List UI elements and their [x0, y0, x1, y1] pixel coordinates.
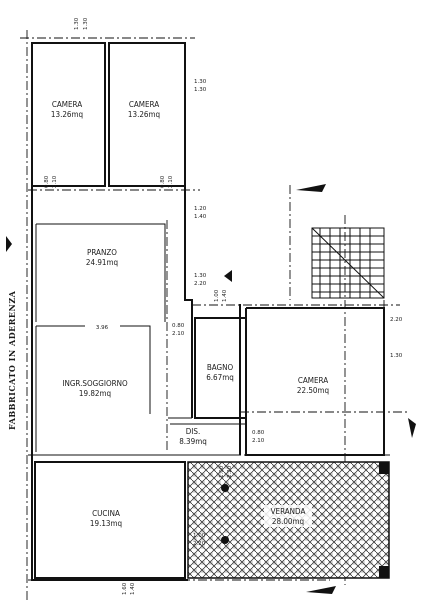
wall-camera-3 — [239, 304, 385, 456]
wall-camera-1 — [31, 42, 106, 187]
dim-left-door-1: 0.80 — [44, 175, 50, 188]
side-label: FABBRICATO IN ADERENZA — [7, 290, 17, 430]
dim-win-d1: 1.00 — [214, 289, 220, 302]
dim-bagno-door-1: 0.80 — [172, 323, 185, 329]
dim-right-a1: 1.30 — [194, 79, 207, 85]
room-area-veranda: 28.00mq — [272, 517, 304, 526]
wall-pranzo — [35, 223, 166, 322]
room-area-camera-1: 13.26mq — [51, 110, 83, 119]
dim-win-b1: 1.20 — [194, 206, 207, 212]
room-name-camera-3: CAMERA — [298, 376, 328, 385]
section-arrow-right-icon — [408, 418, 416, 438]
section-arrow-left-icon — [6, 236, 12, 252]
wall-soggiorno — [35, 325, 151, 452]
veranda-column-icon — [221, 536, 229, 544]
room-name-pranzo: PRANZO — [87, 248, 117, 257]
dim-mid-door-1: 0.80 — [160, 175, 166, 188]
dim-win-c1: 1.30 — [194, 273, 207, 279]
dim-left-door-2: 2.10 — [52, 175, 58, 188]
room-name-cucina: CUCINA — [92, 509, 120, 518]
room-area-bagno: 6.67mq — [206, 373, 234, 382]
dim-wall-length: 3.96 — [96, 325, 109, 331]
dim-top-b: 1.30 — [83, 17, 89, 30]
dim-bottom-1: 1.60 — [122, 582, 128, 595]
veranda-corner-post — [379, 462, 389, 474]
dim-bagno-door-2: 2.10 — [172, 331, 185, 337]
room-area-camera-2: 13.26mq — [128, 110, 160, 119]
room-area-dis: 8.39mq — [179, 437, 207, 446]
dim-bottom-2: 1.40 — [130, 582, 136, 595]
dim-win-d2: 1.40 — [222, 289, 228, 302]
room-area-pranzo: 24.91mq — [86, 258, 118, 267]
dim-camera-win-2: 1.30 — [390, 353, 403, 359]
dim-cucina-win-1: 1.00 — [193, 533, 206, 539]
veranda-column-icon — [221, 484, 229, 492]
dim-camera-win-1: 2.20 — [390, 317, 403, 323]
room-name-dis: DIS. — [186, 427, 201, 436]
room-name-camera-1: CAMERA — [52, 100, 82, 109]
dim-win-c2: 2.20 — [194, 281, 207, 287]
wall-main-right — [184, 186, 193, 418]
wall-main-left — [31, 186, 188, 581]
veranda-corner-post — [379, 566, 389, 578]
room-area-soggiorno: 19.82mq — [79, 389, 111, 398]
room-name-bagno: BAGNO — [207, 363, 234, 372]
section-arrow-top-icon — [296, 184, 326, 192]
wall-camera-2 — [108, 42, 186, 187]
dim-mid-door-2: 2.10 — [168, 175, 174, 188]
section-arrow-bottom-icon — [306, 586, 336, 594]
veranda-label-bg — [264, 505, 312, 527]
dim-veranda-win-2: 2.20 — [227, 465, 233, 478]
dim-right-a2: 1.30 — [194, 87, 207, 93]
room-name-veranda: VERANDA — [271, 507, 306, 516]
room-name-soggiorno: INGR.SOGGIORNO — [62, 379, 128, 388]
dim-dis-door-2: 2.10 — [252, 438, 265, 444]
dim-top-a: 1.30 — [74, 17, 80, 30]
room-area-camera-3: 22.50mq — [297, 386, 329, 395]
dim-cucina-win-2: 2.20 — [193, 541, 206, 547]
dim-win-b2: 1.40 — [194, 214, 207, 220]
wall-cucina — [34, 461, 186, 579]
room-name-camera-2: CAMERA — [129, 100, 159, 109]
wall-dis — [36, 417, 246, 456]
external-stair — [311, 227, 385, 299]
dim-veranda-win-1: 1.00 — [219, 465, 225, 478]
entrance-arrow-icon — [224, 270, 232, 282]
room-area-cucina: 19.13mq — [90, 519, 122, 528]
dim-dis-door-1: 0.80 — [252, 430, 265, 436]
